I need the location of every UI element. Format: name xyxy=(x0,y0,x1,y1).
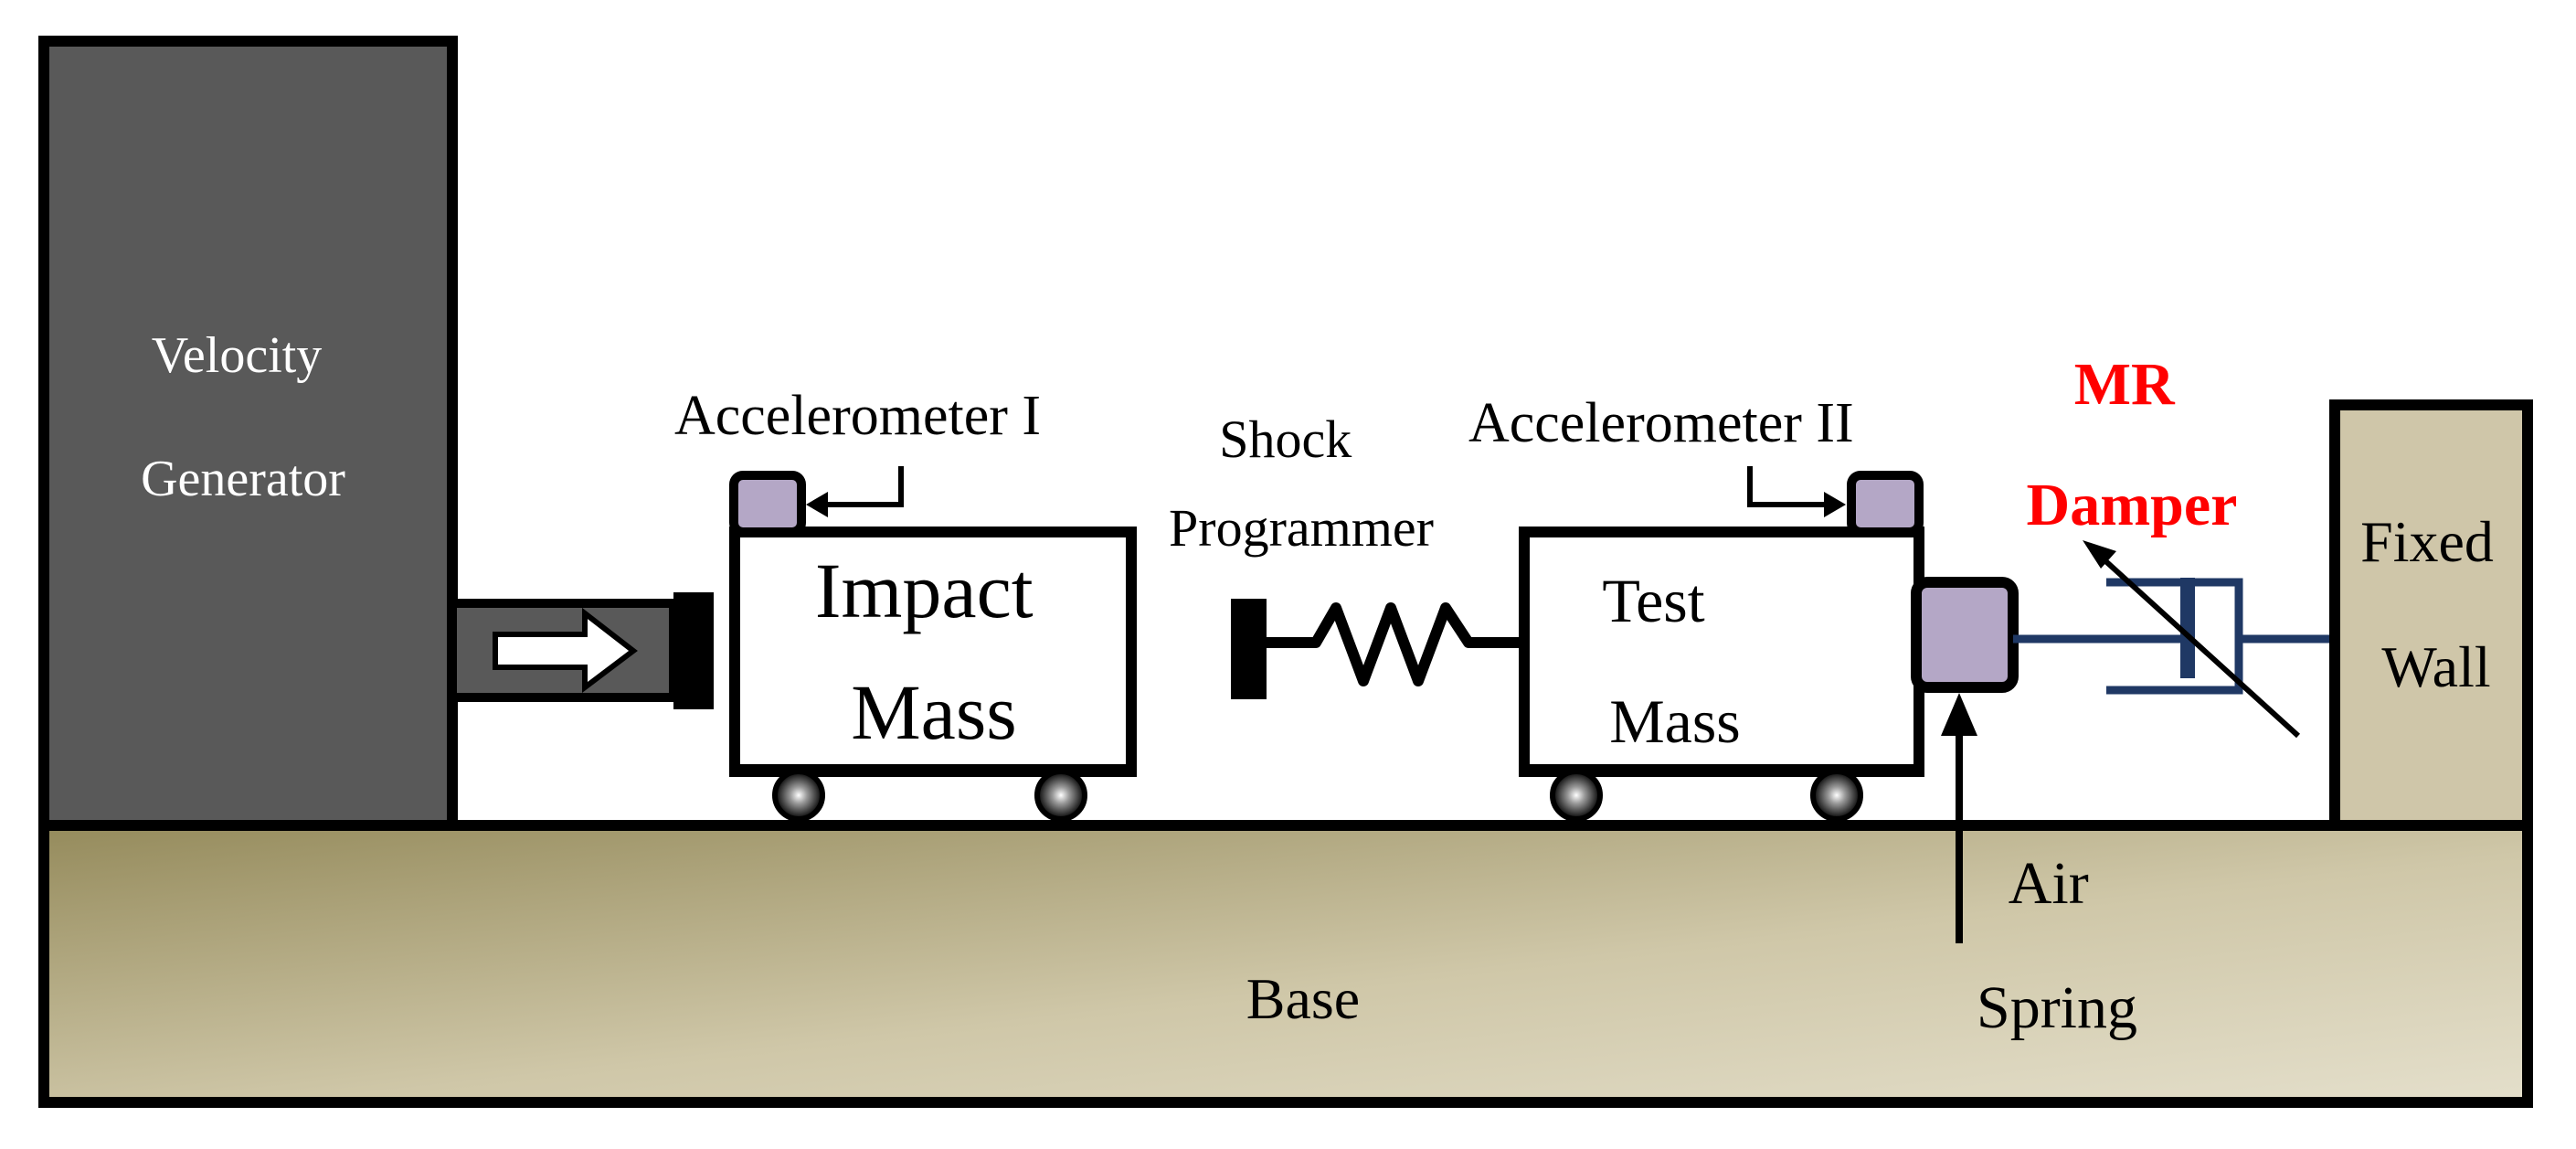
shock-programmer-plate xyxy=(1231,599,1267,699)
wheel-icon xyxy=(1034,769,1087,822)
damper-connector-block xyxy=(1911,577,2019,693)
mr-damper-variable-arrow xyxy=(2099,555,2301,739)
fixed-wall-label: Fixed Wall xyxy=(2360,509,2508,699)
accelerometer-1-pointer-arrowhead xyxy=(806,492,828,517)
base-block xyxy=(38,820,2533,1108)
accelerometer-1-pointer xyxy=(822,466,904,507)
shock-programmer-spring xyxy=(1267,602,1524,686)
accelerometer-1-sensor xyxy=(729,471,806,537)
base-label: Base xyxy=(1246,966,1360,1031)
mr-damper-symbol xyxy=(2013,578,2335,695)
wheel-icon xyxy=(1550,769,1603,822)
wheel-icon xyxy=(1810,769,1863,822)
accelerometer-2-label: Accelerometer II xyxy=(1468,392,1854,454)
fixed-wall-block xyxy=(2329,399,2533,831)
velocity-generator-block xyxy=(38,36,458,831)
accelerometer-2-sensor xyxy=(1847,471,1924,537)
right-arrow-icon xyxy=(493,607,638,694)
shock-programmer-label: Shock Programmer xyxy=(1169,410,1434,558)
accelerometer-2-pointer xyxy=(1747,466,1829,507)
accelerometer-1-label: Accelerometer I xyxy=(674,385,1041,447)
impact-mass-cart xyxy=(729,527,1137,777)
mr-damper-arrowhead xyxy=(2083,540,2116,569)
piston-end-cap xyxy=(673,592,714,709)
accelerometer-2-pointer-arrowhead xyxy=(1824,492,1846,517)
impact-mass-label: Impact Mass xyxy=(815,547,1053,756)
test-mass-label: Test Mass xyxy=(1602,566,1740,756)
test-mass-base-bar xyxy=(1524,764,1919,777)
air-spring-arrowhead xyxy=(1941,693,1977,736)
velocity-generator-label: Velocity Generator xyxy=(141,327,345,507)
impact-mass-base-bar xyxy=(735,764,1131,777)
air-spring-label: Air Spring xyxy=(1977,850,2137,1041)
wheel-icon xyxy=(772,769,825,822)
mr-damper-label: MR Damper xyxy=(2027,351,2238,538)
